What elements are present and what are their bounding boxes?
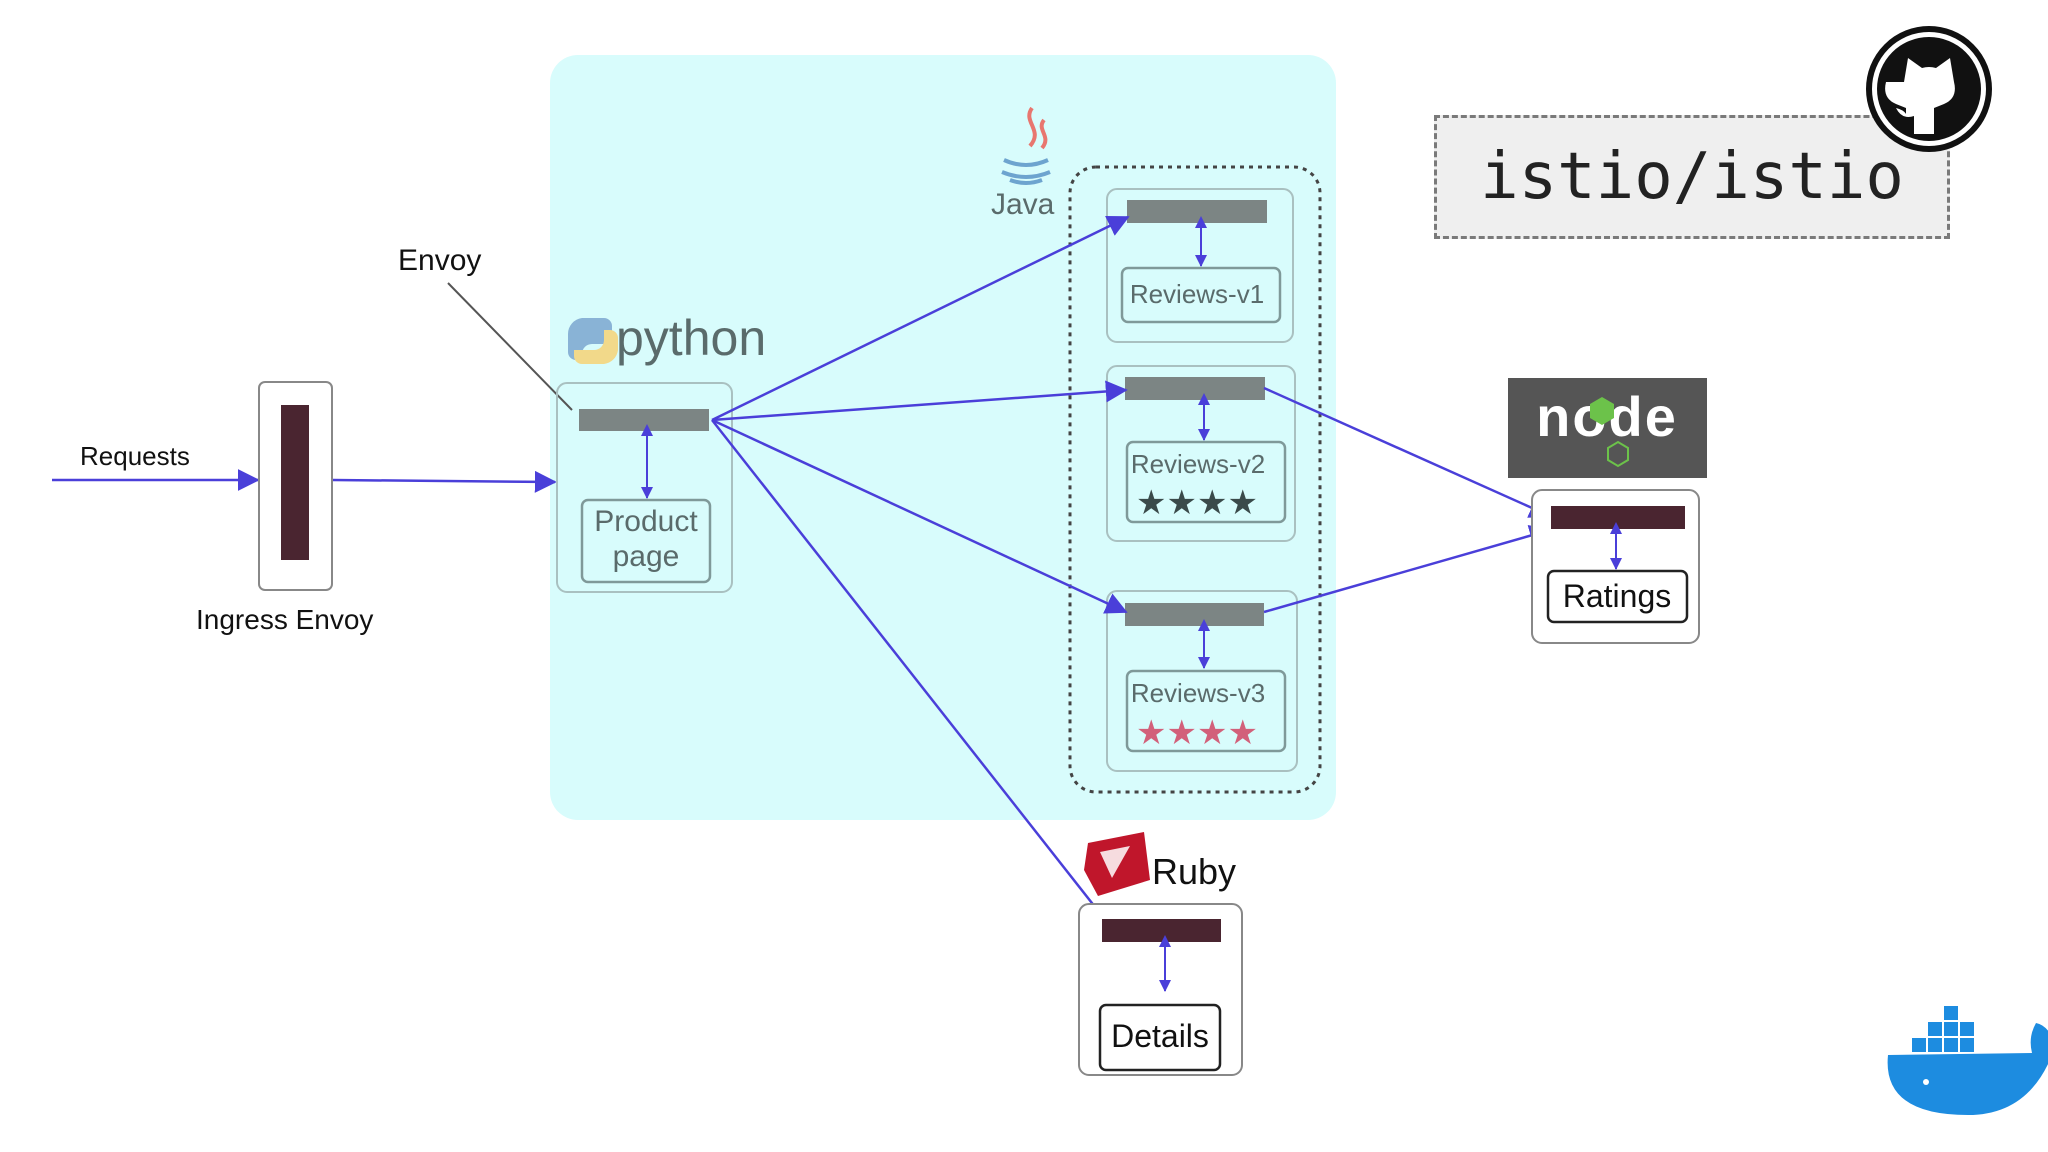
productpage-to-reviews-v2-arrow (711, 380, 1128, 422)
productpage-pod (556, 382, 733, 593)
productpage-to-details-arrow (711, 419, 1112, 928)
reviews-v2-service (1125, 440, 1287, 524)
productpage-label-line1: Product (594, 505, 698, 538)
productpage-to-reviews-v3-arrow (711, 418, 1128, 614)
reviews-v3-envoy (1125, 603, 1264, 626)
reviews-v2-label: Reviews-v2 (1131, 449, 1265, 479)
service-mesh-area (550, 55, 1336, 820)
productpage-to-reviews-v1-arrow (711, 215, 1130, 422)
python-label: python (616, 310, 766, 366)
productpage-envoy (579, 409, 709, 431)
reviews-v1-label: Reviews-v1 (1130, 279, 1264, 309)
ratings-service (1546, 569, 1689, 624)
reviews-v2-pod (1106, 365, 1296, 542)
reviews-v3-to-ratings-arrow (1263, 524, 1552, 614)
python-logo-icon (567, 318, 618, 364)
java-label: Java (991, 188, 1055, 221)
reviews-v3-service (1125, 669, 1287, 753)
productpage-service (580, 498, 712, 584)
nodejs-logo-icon: node (1508, 378, 1707, 478)
reviews-v1-pod (1106, 188, 1294, 343)
reviews-v1-service (1120, 266, 1282, 324)
docker-whale-icon (1887, 1006, 2048, 1115)
reviews-v2-to-ratings-arrow (1263, 386, 1552, 518)
details-service (1098, 1003, 1222, 1072)
reviews-v3-stars: ★★★★ (1136, 713, 1258, 753)
ratings-label: Ratings (1563, 578, 1672, 614)
requests-label: Requests (80, 441, 190, 471)
ratings-envoy (1551, 506, 1685, 529)
reviews-v3-pod (1106, 590, 1298, 772)
envoy-label: Envoy (398, 244, 481, 277)
envoy-callout-line (447, 282, 573, 411)
details-envoy (1102, 919, 1221, 942)
java-logo-icon (1001, 106, 1051, 185)
reviews-v2-envoy (1125, 377, 1265, 400)
productpage-label-line2: page (613, 540, 680, 573)
ingress-to-productpage-arrow (332, 470, 557, 493)
ingress-envoy-proxy (281, 405, 309, 560)
reviews-v2-stars: ★★★★ (1136, 483, 1258, 523)
ruby-logo-icon (1084, 832, 1150, 896)
reviews-group-boundary (1068, 165, 1322, 794)
repo-label: istio/istio (1434, 115, 1950, 239)
github-icon (1866, 26, 1992, 152)
details-label: Details (1111, 1018, 1209, 1054)
reviews-v1-envoy (1127, 200, 1267, 223)
ingress-envoy-label: Ingress Envoy (196, 604, 373, 635)
reviews-v3-label: Reviews-v3 (1131, 678, 1265, 708)
ruby-label: Ruby (1152, 851, 1236, 892)
